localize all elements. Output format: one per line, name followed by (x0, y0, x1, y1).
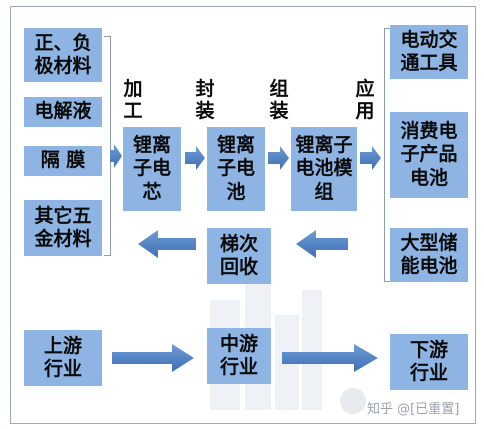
arrow-left-icon (296, 230, 348, 258)
arrow-right-icon (360, 146, 381, 170)
chain-upstream: 上游 行业 (24, 330, 102, 386)
arrow-right-icon (282, 344, 378, 372)
arrow-right-icon (110, 144, 122, 168)
watermark-text: 知乎 @[已重置] (367, 402, 460, 417)
app-consumer-electronics: 消费电 子产品 电池 (390, 112, 468, 198)
watermark-logo-icon (340, 388, 366, 414)
process-label-application: 应用 (355, 78, 375, 122)
applications-bracket (384, 28, 391, 282)
material-separator: 隔 膜 (24, 146, 102, 176)
process-label-packaging: 封装 (195, 78, 215, 122)
chain-midstream: 中游 行业 (207, 328, 271, 384)
process-label-assembly: 组装 (269, 78, 289, 122)
materials-bracket (104, 36, 111, 256)
material-other-metals: 其它五 金材料 (24, 200, 102, 256)
app-electric-vehicles: 电动交 通工具 (390, 25, 468, 79)
step-li-ion-cell: 锂离 子电 芯 (123, 127, 181, 211)
arrow-right-icon (112, 344, 194, 372)
material-cathode-anode: 正、负 极材料 (24, 28, 102, 82)
arrow-right-icon (268, 146, 289, 170)
step-li-ion-battery: 锂离 子电 池 (207, 127, 265, 211)
cascade-recycling: 梯次 回收 (207, 228, 271, 284)
arrow-right-icon (185, 146, 205, 170)
app-energy-storage: 大型储 能电池 (390, 228, 468, 282)
material-electrolyte: 电解液 (24, 97, 102, 127)
process-label-processing: 加工 (123, 78, 143, 122)
chain-downstream: 下游 行业 (390, 334, 468, 390)
step-battery-module: 锂离子 电池模 组 (291, 127, 357, 211)
arrow-left-icon (138, 230, 196, 258)
